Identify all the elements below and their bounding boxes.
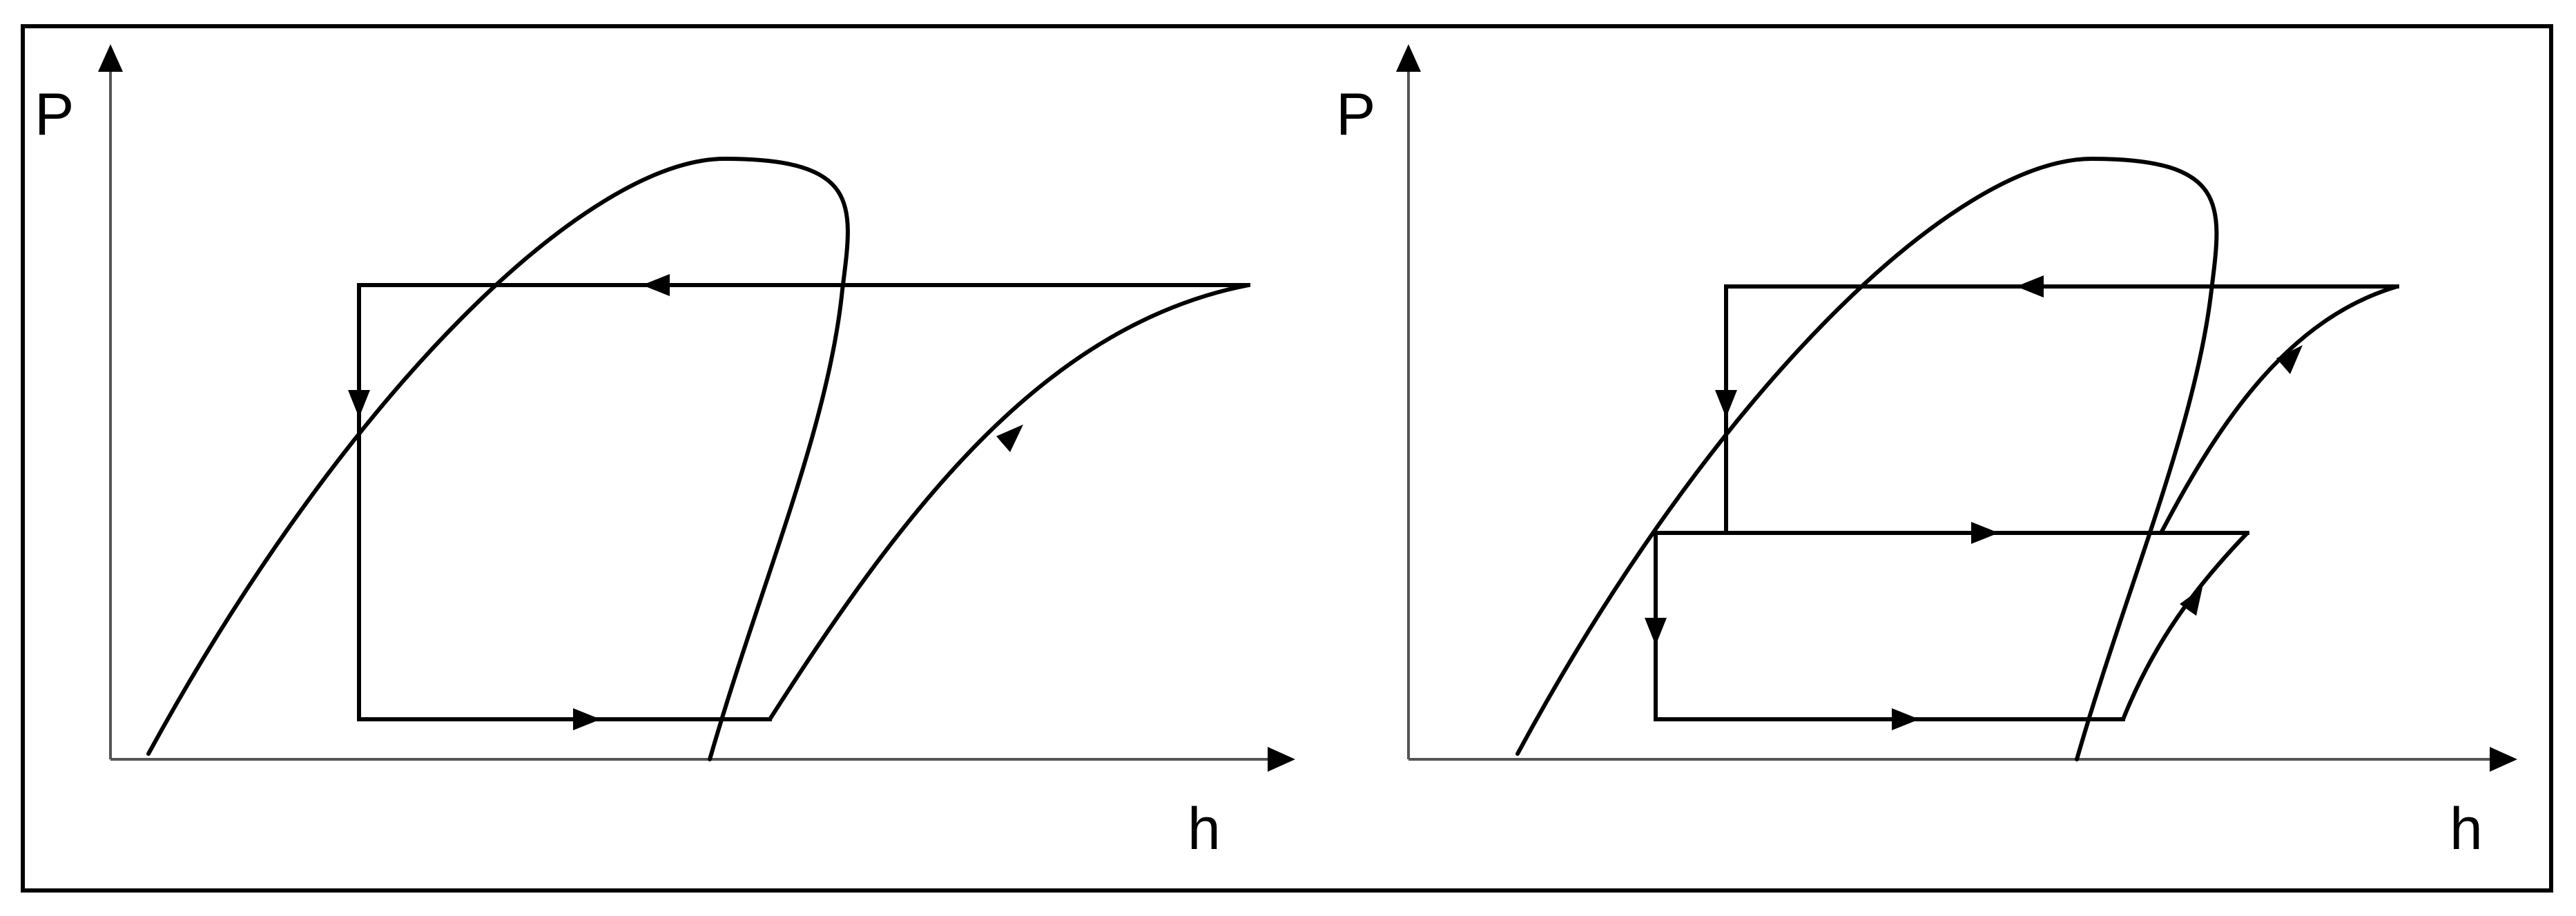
left-arrow-evaporation bbox=[573, 708, 601, 730]
right-arrow-intermediate bbox=[1971, 522, 1999, 544]
right-low-compression-curve bbox=[2121, 531, 2249, 721]
figure-frame bbox=[21, 24, 2553, 893]
right-arrow-high-compression bbox=[2276, 345, 2303, 374]
right-p-axis-label: P bbox=[1336, 81, 1375, 148]
right-arrow-high-expansion bbox=[1715, 390, 1737, 418]
right-arrow-condensation bbox=[2016, 275, 2044, 298]
right-arrow-low-expansion bbox=[1645, 618, 1667, 645]
left-arrow-compression bbox=[996, 425, 1023, 452]
left-p-axis-arrowhead bbox=[98, 44, 123, 72]
right-arrow-evaporation bbox=[1892, 708, 1919, 730]
left-p-axis-label: P bbox=[35, 81, 74, 148]
right-saturation-dome bbox=[1515, 157, 2219, 761]
left-arrow-condensation bbox=[642, 274, 670, 296]
right-high-compression-curve bbox=[2159, 284, 2399, 535]
right-h-axis-label: h bbox=[2450, 796, 2483, 862]
left-h-axis-label: h bbox=[1188, 796, 1221, 862]
panel-two-stage: P h bbox=[1336, 44, 2517, 862]
right-arrow-low-compression bbox=[2180, 587, 2202, 616]
panel-single-stage: P h bbox=[35, 44, 1295, 862]
left-arrow-expansion bbox=[348, 390, 370, 418]
right-p-axis-arrowhead bbox=[1396, 44, 1421, 72]
left-h-axis-arrowhead bbox=[1268, 747, 1295, 772]
right-h-axis-arrowhead bbox=[2490, 747, 2517, 772]
left-saturation-dome bbox=[146, 157, 850, 761]
left-compression-curve bbox=[768, 283, 1250, 721]
